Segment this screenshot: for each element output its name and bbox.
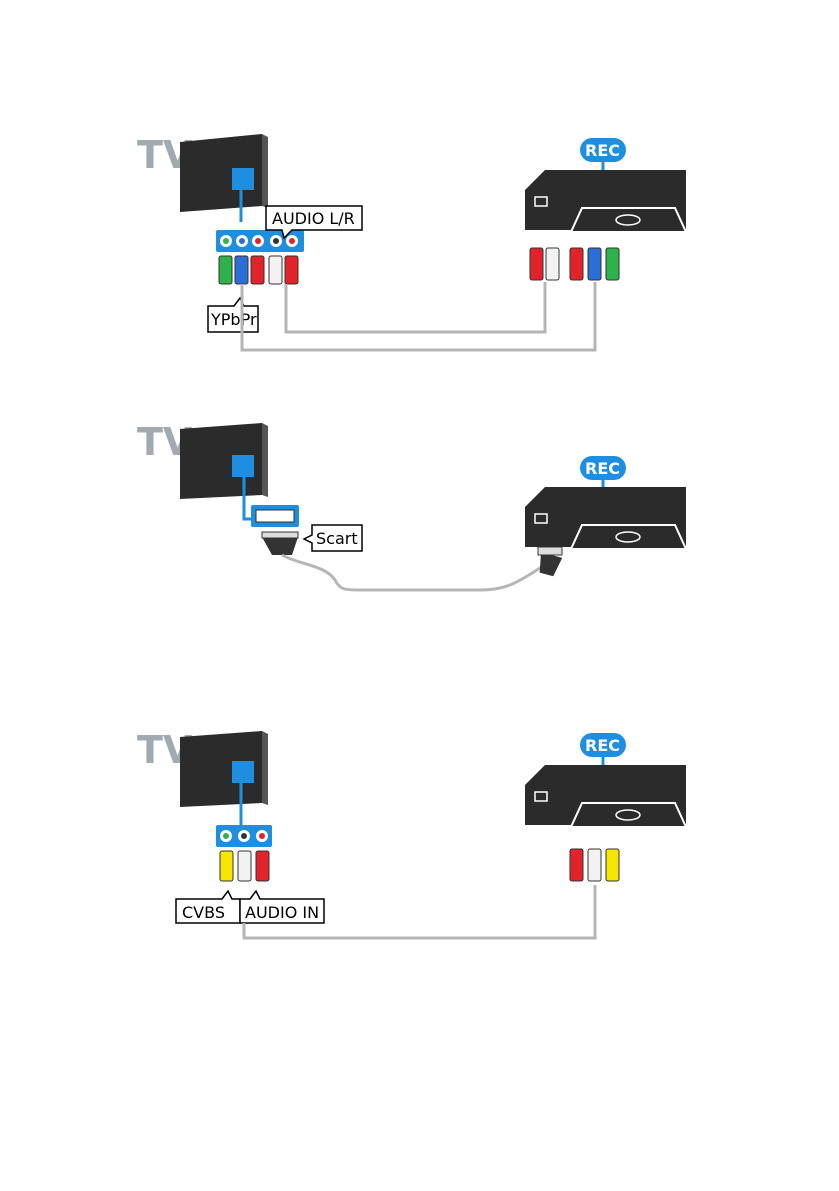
rec-badge: REC bbox=[580, 138, 626, 170]
tv-side-plugs bbox=[219, 256, 298, 284]
rec-badge: REC bbox=[580, 456, 626, 487]
tv-icon bbox=[180, 134, 268, 222]
scart-plug-tv bbox=[262, 532, 298, 555]
audio-in-callout: AUDIO IN bbox=[240, 891, 324, 923]
tv-side-plugs bbox=[220, 851, 269, 881]
recorder-side-plugs bbox=[530, 248, 619, 280]
cvbs-callout: CVBS bbox=[176, 891, 240, 923]
scart-plug-recorder bbox=[536, 547, 562, 577]
scart-connection-diagram: TV Scart REC bbox=[0, 415, 839, 600]
component-cables bbox=[242, 282, 595, 350]
recorder-icon bbox=[525, 170, 686, 232]
recorder-icon bbox=[525, 765, 686, 827]
recorder-side-plugs bbox=[570, 849, 619, 881]
component-diagram-svg: TV AUDIO L/R YPbPr REC bbox=[0, 120, 839, 360]
rec-label: REC bbox=[585, 459, 620, 478]
rec-badge: REC bbox=[580, 733, 626, 765]
composite-connection-diagram: TV CVBS AUDIO IN REC bbox=[0, 725, 839, 945]
composite-diagram-svg: TV CVBS AUDIO IN REC bbox=[0, 725, 839, 945]
tv-scart-port bbox=[251, 505, 299, 527]
scart-callout: Scart bbox=[304, 525, 362, 551]
scart-cable bbox=[282, 555, 545, 590]
component-connection-diagram: TV AUDIO L/R YPbPr REC bbox=[0, 120, 839, 360]
cvbs-label: CVBS bbox=[182, 903, 225, 922]
rec-label: REC bbox=[585, 141, 620, 160]
ypbpr-callout: YPbPr bbox=[208, 298, 258, 332]
audio-in-label: AUDIO IN bbox=[245, 903, 319, 922]
tv-composite-ports bbox=[216, 825, 272, 847]
tv-icon bbox=[180, 731, 268, 825]
scart-diagram-svg: TV Scart REC bbox=[0, 415, 839, 600]
rec-label: REC bbox=[585, 736, 620, 755]
tv-component-ports bbox=[216, 230, 304, 252]
ypbpr-label: YPbPr bbox=[210, 310, 257, 329]
audio-lr-label: AUDIO L/R bbox=[272, 209, 355, 228]
tv-icon bbox=[180, 423, 268, 519]
scart-label: Scart bbox=[316, 529, 358, 548]
recorder-icon bbox=[525, 487, 686, 549]
